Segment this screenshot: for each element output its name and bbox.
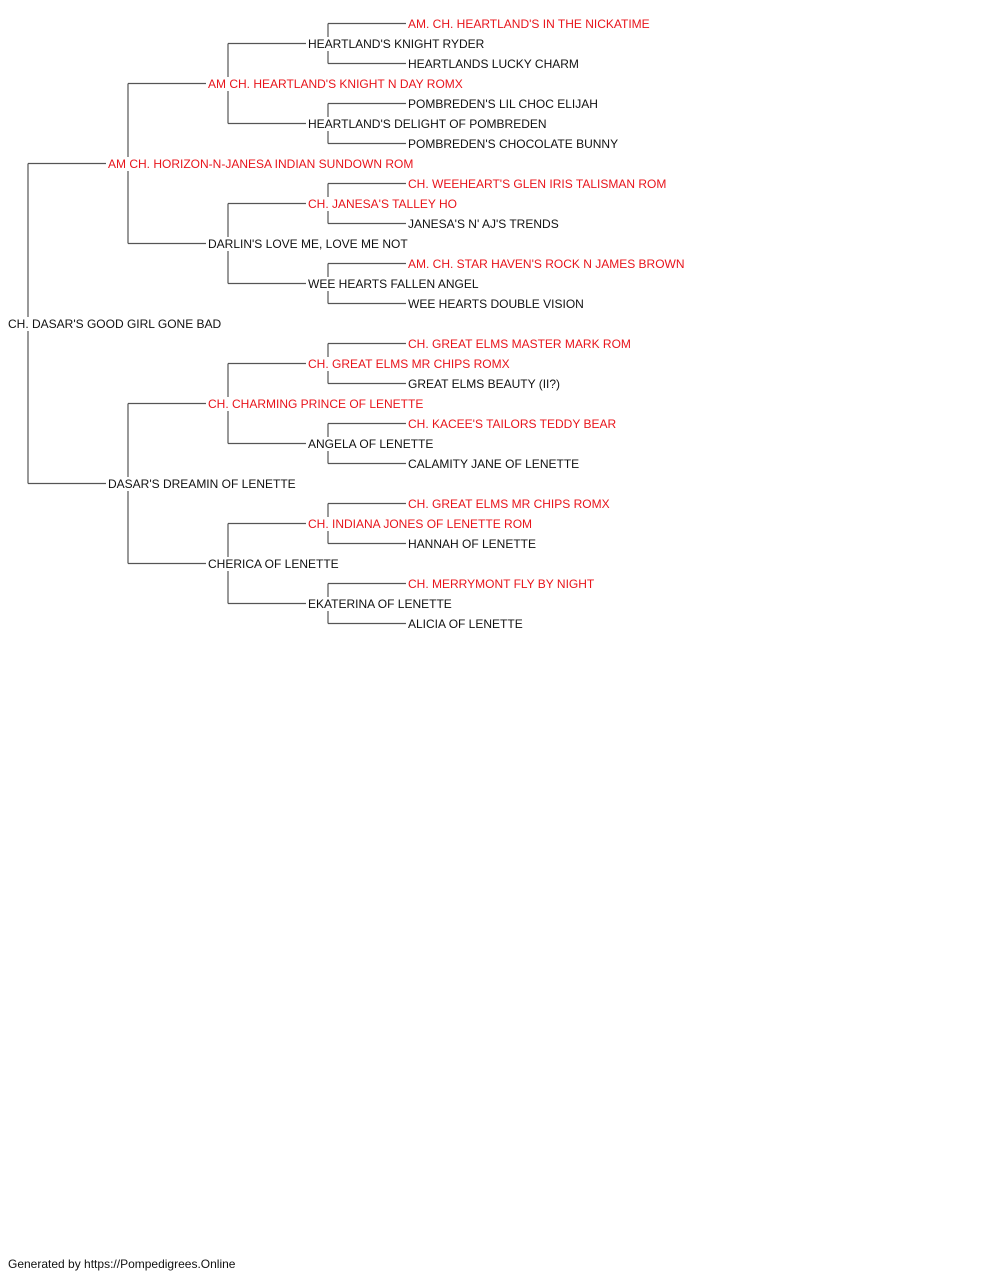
dam-name: JANESA'S N' AJ'S TRENDS bbox=[408, 216, 559, 231]
sire-name: POMBREDEN'S LIL CHOC ELIJAH bbox=[408, 96, 598, 111]
dam-name: HEARTLAND'S DELIGHT OF POMBREDEN bbox=[308, 116, 547, 131]
dam-name: ALICIA OF LENETTE bbox=[408, 616, 523, 631]
dam-name: WEE HEARTS DOUBLE VISION bbox=[408, 296, 584, 311]
sire-name: CH. MERRYMONT FLY BY NIGHT bbox=[408, 576, 595, 591]
sire-name: AM CH. HORIZON-N-JANESA INDIAN SUNDOWN R… bbox=[108, 156, 414, 171]
dam-name: GREAT ELMS BEAUTY (II?) bbox=[408, 376, 561, 391]
sire-name: AM. CH. HEARTLAND'S IN THE NICKATIME bbox=[408, 16, 650, 31]
footer-credit: Generated by https://Pompedigrees.Online bbox=[8, 1257, 236, 1271]
dam-name: ANGELA OF LENETTE bbox=[308, 436, 434, 451]
dam-name: DARLIN'S LOVE ME, LOVE ME NOT bbox=[208, 236, 408, 251]
dam-name: CHERICA OF LENETTE bbox=[208, 556, 339, 571]
sire-name: AM CH. HEARTLAND'S KNIGHT N DAY ROMX bbox=[208, 76, 463, 91]
sire-name: HEARTLAND'S KNIGHT RYDER bbox=[308, 36, 485, 51]
dam-name: HANNAH OF LENETTE bbox=[408, 536, 537, 551]
dam-name: HEARTLANDS LUCKY CHARM bbox=[408, 56, 579, 71]
sire-name: CH. JANESA'S TALLEY HO bbox=[308, 196, 458, 211]
sire-name: CH. GREAT ELMS MR CHIPS ROMX bbox=[408, 496, 610, 511]
subject-name: CH. DASAR'S GOOD GIRL GONE BAD bbox=[8, 316, 222, 331]
sire-name: CH. GREAT ELMS MR CHIPS ROMX bbox=[308, 356, 510, 371]
sire-name: CH. INDIANA JONES OF LENETTE ROM bbox=[308, 516, 533, 531]
dam-name: CALAMITY JANE OF LENETTE bbox=[408, 456, 580, 471]
sire-name: AM. CH. STAR HAVEN'S ROCK N JAMES BROWN bbox=[408, 256, 685, 271]
sire-name: CH. WEEHEART'S GLEN IRIS TALISMAN ROM bbox=[408, 176, 667, 191]
dam-name: WEE HEARTS FALLEN ANGEL bbox=[308, 276, 479, 291]
dam-name: DASAR'S DREAMIN OF LENETTE bbox=[108, 476, 296, 491]
dam-name: EKATERINA OF LENETTE bbox=[308, 596, 452, 611]
sire-name: CH. GREAT ELMS MASTER MARK ROM bbox=[408, 336, 631, 351]
dam-name: POMBREDEN'S CHOCOLATE BUNNY bbox=[408, 136, 619, 151]
sire-name: CH. KACEE'S TAILORS TEDDY BEAR bbox=[408, 416, 617, 431]
sire-name: CH. CHARMING PRINCE OF LENETTE bbox=[208, 396, 424, 411]
